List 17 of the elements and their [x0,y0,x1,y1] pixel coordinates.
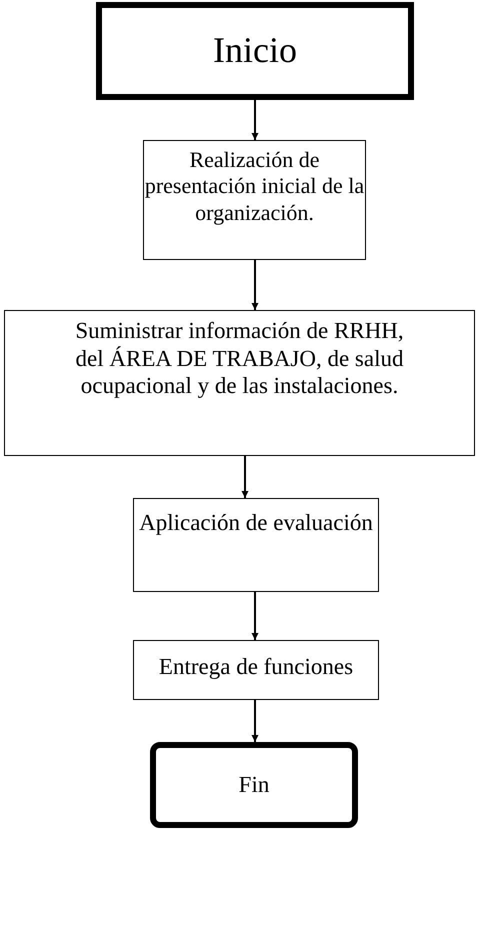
process-box [133,640,379,700]
arrow [252,260,258,310]
node-label: Suministrar información de RRHH, del ÁREA DE TRABAJO, de salud ocupacional y de las instalaciones. [74,317,405,400]
process-box [143,140,366,260]
arrow [242,456,248,498]
arrow [252,592,258,640]
node-label: Realización de presentación inicial de la organización. [144,147,365,226]
node-label: Entrega de funciones [158,653,354,681]
node-label: Aplicación de evaluación [139,509,373,537]
process-box [4,310,475,456]
arrow [252,100,258,140]
terminal-box [96,2,414,100]
terminal-box [150,742,358,828]
arrow [252,700,258,742]
process-box [133,498,379,592]
node-label: Inicio [213,29,297,72]
node-label: Fin [238,771,270,799]
